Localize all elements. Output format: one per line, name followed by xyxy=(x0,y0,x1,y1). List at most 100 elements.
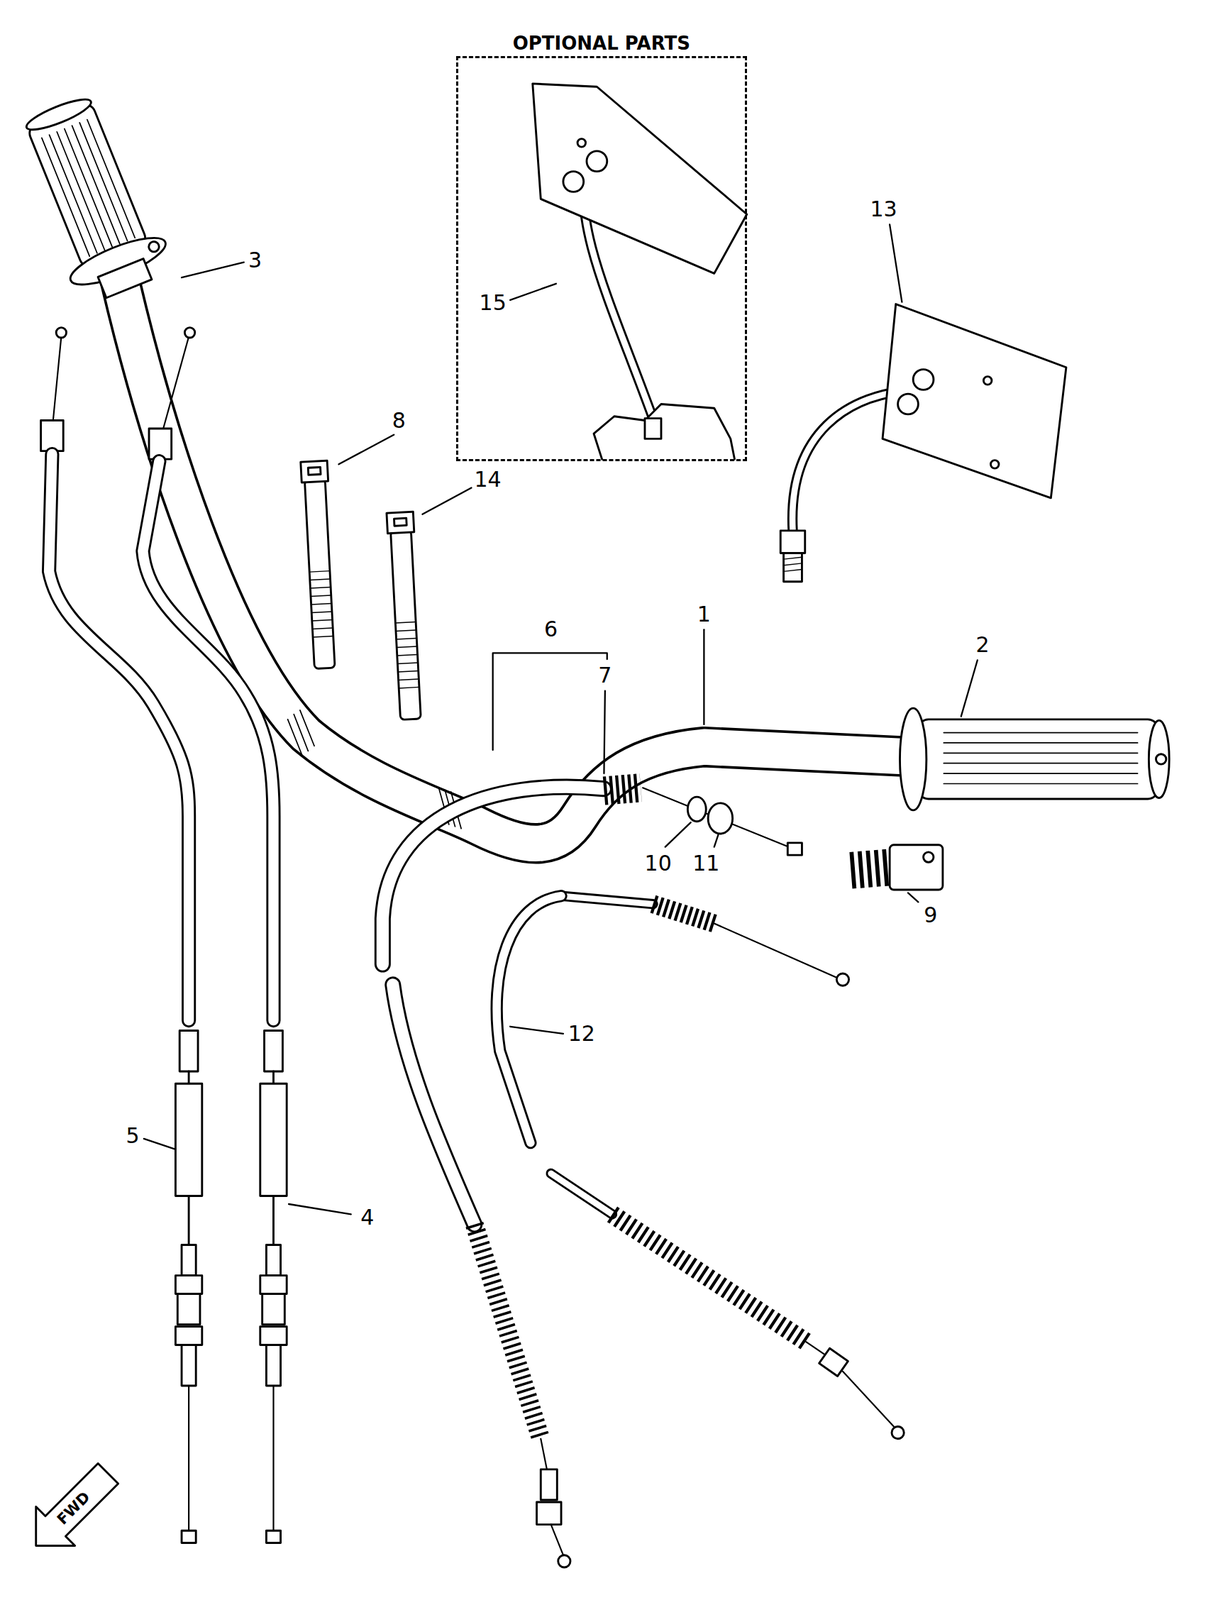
callout-number: 10 xyxy=(644,852,672,874)
cable xyxy=(612,1213,806,1342)
forward-arrow xyxy=(16,1453,128,1565)
leader-line xyxy=(510,283,557,301)
cable xyxy=(537,1501,562,1525)
cable xyxy=(175,1275,202,1294)
cable xyxy=(551,1524,564,1556)
cable xyxy=(272,1071,275,1084)
leader-line xyxy=(493,652,608,750)
leader-line xyxy=(144,224,978,1214)
cable-strap xyxy=(304,478,335,669)
cable xyxy=(260,1275,287,1294)
leader-line xyxy=(714,834,719,847)
callout-number: 11 xyxy=(692,852,720,874)
cable xyxy=(187,1195,191,1245)
cable xyxy=(496,895,904,1439)
leader-line xyxy=(144,1138,175,1149)
mirror xyxy=(913,369,934,391)
cable xyxy=(264,1030,284,1072)
cable xyxy=(41,327,203,1543)
cable-strap xyxy=(386,511,415,534)
mirror xyxy=(882,304,1067,499)
mirror xyxy=(780,304,1067,582)
right-grip xyxy=(917,719,1158,799)
group-heading: OPTIONAL PARTS xyxy=(510,32,694,54)
handlebar xyxy=(114,255,918,844)
cable xyxy=(382,786,604,965)
cable xyxy=(181,1245,196,1276)
left-grip xyxy=(8,87,177,308)
mirror xyxy=(783,552,803,582)
dashed-group-box: OPTIONAL PARTS xyxy=(456,56,748,462)
cable xyxy=(177,1293,201,1325)
cable xyxy=(642,787,794,849)
cable xyxy=(260,1083,287,1196)
cable xyxy=(551,1173,613,1215)
left-grip xyxy=(23,93,94,135)
cable xyxy=(474,1224,541,1439)
cable xyxy=(714,923,838,978)
cable xyxy=(561,895,653,905)
mirror xyxy=(780,530,806,554)
cable xyxy=(175,1326,202,1346)
callout-number: 15 xyxy=(479,292,507,314)
boot xyxy=(850,866,890,870)
cable xyxy=(142,327,287,1543)
cable xyxy=(707,803,733,834)
forward-arrow xyxy=(16,1453,128,1565)
callout-number: 3 xyxy=(248,249,262,271)
cable xyxy=(266,1344,281,1386)
cable xyxy=(41,420,64,452)
mirror xyxy=(532,83,748,274)
callout-number: 8 xyxy=(392,410,406,432)
left-grip xyxy=(147,239,162,254)
cable xyxy=(184,327,195,338)
cable xyxy=(163,336,189,429)
cable xyxy=(272,1385,274,1531)
cable xyxy=(181,1344,196,1386)
leader-line xyxy=(181,262,245,279)
mirror xyxy=(792,389,918,530)
cable xyxy=(540,1469,557,1500)
cable xyxy=(382,786,604,965)
cable xyxy=(48,454,189,1021)
leader-line xyxy=(510,1026,564,1034)
mirror xyxy=(644,418,662,440)
cable xyxy=(891,1426,904,1439)
left-grip xyxy=(41,119,135,257)
callout-number: 2 xyxy=(975,634,989,656)
mirror xyxy=(792,389,918,530)
cable xyxy=(836,973,849,986)
callout-number: 7 xyxy=(598,664,612,687)
leader-line xyxy=(889,224,902,302)
callout-number: 1 xyxy=(697,603,711,625)
cable xyxy=(551,1173,613,1215)
leader-line xyxy=(908,892,918,902)
leader-line xyxy=(288,1203,352,1214)
cable xyxy=(393,984,475,1225)
handlebar xyxy=(114,255,918,844)
parts-illustration xyxy=(8,83,1170,1568)
mirror xyxy=(983,376,992,386)
leader-line xyxy=(961,659,978,716)
right-grip xyxy=(1155,754,1166,765)
cable xyxy=(142,461,274,1021)
cable xyxy=(603,787,641,791)
cable xyxy=(561,895,653,905)
cable xyxy=(540,1438,547,1470)
mirror xyxy=(563,171,584,193)
handlebar xyxy=(288,710,462,829)
boot xyxy=(850,844,943,890)
left-grip xyxy=(97,258,152,298)
leader-line xyxy=(339,434,395,465)
mirror xyxy=(577,139,586,148)
mirror xyxy=(783,556,803,572)
cable xyxy=(56,327,66,338)
cable xyxy=(687,796,706,822)
cable xyxy=(187,1071,191,1084)
cable xyxy=(260,1326,287,1346)
cable xyxy=(262,1293,286,1325)
mirror xyxy=(990,460,999,469)
mirror xyxy=(586,151,608,172)
callout-number: 4 xyxy=(360,1206,374,1228)
cable-strap xyxy=(386,511,425,720)
